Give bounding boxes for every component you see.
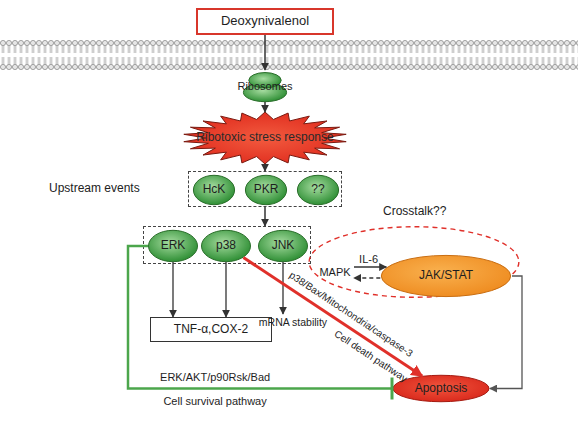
stress-burst: Ribotoxic stress response	[183, 112, 347, 164]
upstream-group: Upstream eventsHcKPKR??	[188, 171, 342, 207]
toxin-box: Deoxynivalenol	[196, 8, 334, 35]
node-label: Apoptosis	[415, 382, 468, 396]
mapk-ellipse-outline	[202, 230, 251, 261]
mapk-ellipse: p38	[201, 230, 251, 262]
connector-arrow	[264, 102, 266, 112]
node-label: MAPK	[319, 266, 350, 279]
kinase-ellipse: HcK	[193, 175, 235, 205]
mapk-ellipse-outline	[259, 230, 308, 261]
connector-arrow	[264, 164, 266, 171]
node-label: JAK/STAT	[419, 269, 473, 283]
connector-arrow	[490, 276, 522, 389]
kinase-ellipse: PKR	[245, 175, 287, 205]
stress-burst-outline	[184, 112, 346, 164]
connector-arrow	[172, 262, 173, 317]
node-label: ??	[311, 183, 324, 197]
mapk-ellipse: ERK	[148, 230, 198, 262]
crosstalk-ellipse-outline	[309, 227, 519, 298]
ribosome-icon: Ribosomes	[238, 70, 292, 102]
node-label: Ribotoxic stress response	[196, 131, 333, 145]
connector-arrow	[282, 262, 283, 314]
connector-arrow	[225, 262, 226, 317]
mapk-group: ERK p38 JNK	[143, 226, 311, 264]
lipid-bilayer	[0, 40, 578, 70]
connector-arrow	[264, 35, 266, 70]
kinase-ellipse: ??	[297, 175, 339, 205]
node-label: HcK	[203, 183, 226, 197]
kinase-ellipse-outline	[297, 175, 338, 204]
node-label: PKR	[254, 183, 279, 197]
mapk-ellipse: JNK	[258, 230, 308, 262]
node-label: Deoxynivalenol	[221, 14, 309, 29]
connector-arrow	[264, 207, 266, 226]
group-heading: Crosstalk??	[383, 205, 446, 219]
cytokine-box: TNF-α,COX-2	[150, 317, 272, 342]
crosstalk-ellipse: Crosstalk??MAPKJAK/STAT	[307, 226, 521, 298]
group-heading: Upstream events	[49, 182, 140, 196]
kinase-ellipse-outline	[193, 175, 234, 204]
mapk-ellipse-outline	[149, 230, 198, 261]
kinase-ellipse-outline	[245, 175, 286, 204]
pathway-label: IL-6	[354, 253, 384, 266]
mapk-text: MAPK	[316, 262, 354, 282]
jak-stat-ellipse-outline	[381, 255, 510, 296]
jak-stat-ellipse: JAK/STAT	[380, 255, 512, 297]
node-label: TNF-α,COX-2	[174, 323, 248, 337]
node-label: JNK	[272, 239, 295, 253]
connector-arrow	[354, 277, 380, 278]
connector-arrow	[354, 266, 386, 267]
pathway-label: ERK/AKT/p90Rsk/Bad Cell survival pathway	[153, 365, 278, 413]
node-label: Ribosomes	[237, 80, 292, 93]
node-label: p38	[216, 239, 236, 253]
node-label: ERK	[161, 239, 186, 253]
